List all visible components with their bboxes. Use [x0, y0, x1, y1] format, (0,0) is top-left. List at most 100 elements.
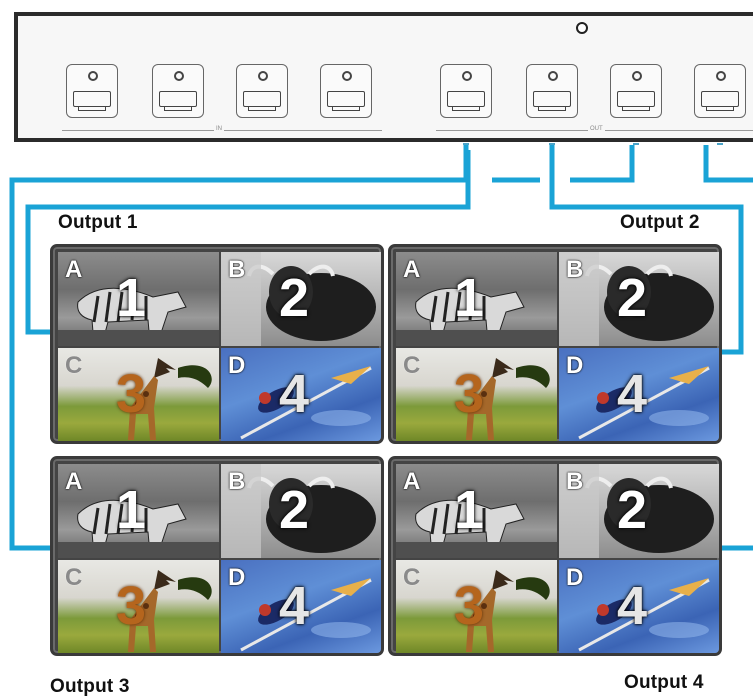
- quadrant-letter: B: [228, 468, 246, 495]
- cable-output-1: [25, 150, 471, 335]
- matrix-switcher: IN OUT: [14, 12, 753, 145]
- output-4-label: Output 4: [624, 672, 704, 693]
- output-1-label: Output 1: [58, 212, 138, 233]
- quadrant-number: 2: [279, 480, 310, 540]
- bird-image-icon: [240, 366, 372, 440]
- giraffe-image-icon: [128, 358, 212, 440]
- output-tick: [717, 143, 723, 145]
- output-tick: [549, 143, 555, 145]
- output-port-1[interactable]: [440, 64, 492, 118]
- quadrant-letter: C: [403, 352, 421, 379]
- bird-image-icon: [240, 578, 372, 652]
- quadrant-number: 4: [617, 364, 648, 424]
- quadrant-letter: D: [228, 564, 246, 591]
- screw-hole-icon: [258, 71, 268, 81]
- cable-output-4: [703, 145, 753, 183]
- output-group-label: OUT: [588, 126, 605, 132]
- hdmi-connector-icon: [701, 91, 739, 111]
- hdmi-connector-icon: [327, 91, 365, 111]
- quadrant-number: 1: [116, 268, 147, 328]
- quadrant-number: 3: [454, 364, 485, 424]
- input-port-4[interactable]: [320, 64, 372, 118]
- hdmi-connector-icon: [159, 91, 197, 111]
- output-port-3[interactable]: [610, 64, 662, 118]
- bird-image-icon: [578, 578, 710, 652]
- power-led-icon: [576, 22, 588, 34]
- input-group-label: IN: [214, 126, 224, 132]
- yak-image-icon: [559, 252, 714, 346]
- quadrant-number: 4: [279, 576, 310, 636]
- output-3-label: Output 3: [50, 676, 130, 697]
- quadrant-number: 2: [279, 268, 310, 328]
- giraffe-image-icon: [466, 570, 550, 652]
- input-port-3[interactable]: [236, 64, 288, 118]
- quadrant-letter: D: [566, 564, 584, 591]
- zebra-image-icon: [58, 499, 219, 558]
- quadrant-letter: B: [566, 468, 584, 495]
- quadrant-letter: A: [403, 256, 421, 283]
- quadrant-number: 2: [617, 268, 648, 328]
- output-port-4[interactable]: [694, 64, 746, 118]
- output-tick: [463, 143, 469, 145]
- screw-hole-icon: [88, 71, 98, 81]
- zebra-image-icon: [396, 287, 557, 346]
- quadrant-number: 4: [279, 364, 310, 424]
- quadrant-number: 3: [116, 576, 147, 636]
- output-tick: [633, 143, 639, 145]
- output-2-label: Output 2: [620, 212, 700, 233]
- hdmi-connector-icon: [533, 91, 571, 111]
- hdmi-connector-icon: [243, 91, 281, 111]
- quadrant-letter: D: [566, 352, 584, 379]
- giraffe-image-icon: [128, 570, 212, 652]
- bird-image-icon: [578, 366, 710, 440]
- screw-hole-icon: [548, 71, 558, 81]
- giraffe-image-icon: [466, 358, 550, 440]
- screw-hole-icon: [632, 71, 642, 81]
- quadrant-number: 1: [454, 268, 485, 328]
- quadrant-number: 4: [617, 576, 648, 636]
- quadrant-letter: C: [65, 352, 83, 379]
- cable-bridge: [570, 145, 635, 183]
- quadrant-number: 1: [454, 480, 485, 540]
- hdmi-connector-icon: [447, 91, 485, 111]
- hdmi-connector-icon: [73, 91, 111, 111]
- quadrant-letter: B: [566, 256, 584, 283]
- quadrant-number: 3: [454, 576, 485, 636]
- input-port-2[interactable]: [152, 64, 204, 118]
- quadrant-number: 1: [116, 480, 147, 540]
- screw-hole-icon: [342, 71, 352, 81]
- input-port-1[interactable]: [66, 64, 118, 118]
- hdmi-connector-icon: [617, 91, 655, 111]
- zebra-image-icon: [58, 287, 219, 346]
- screw-hole-icon: [716, 71, 726, 81]
- quadrant-number: 3: [116, 364, 147, 424]
- yak-image-icon: [221, 252, 376, 346]
- quadrant-number: 2: [617, 480, 648, 540]
- yak-image-icon: [559, 464, 714, 558]
- zebra-image-icon: [396, 499, 557, 558]
- screw-hole-icon: [174, 71, 184, 81]
- quadrant-letter: A: [65, 468, 83, 495]
- quadrant-letter: A: [403, 468, 421, 495]
- cable-output-2: [549, 145, 744, 355]
- quadrant-letter: B: [228, 256, 246, 283]
- output-port-2[interactable]: [526, 64, 578, 118]
